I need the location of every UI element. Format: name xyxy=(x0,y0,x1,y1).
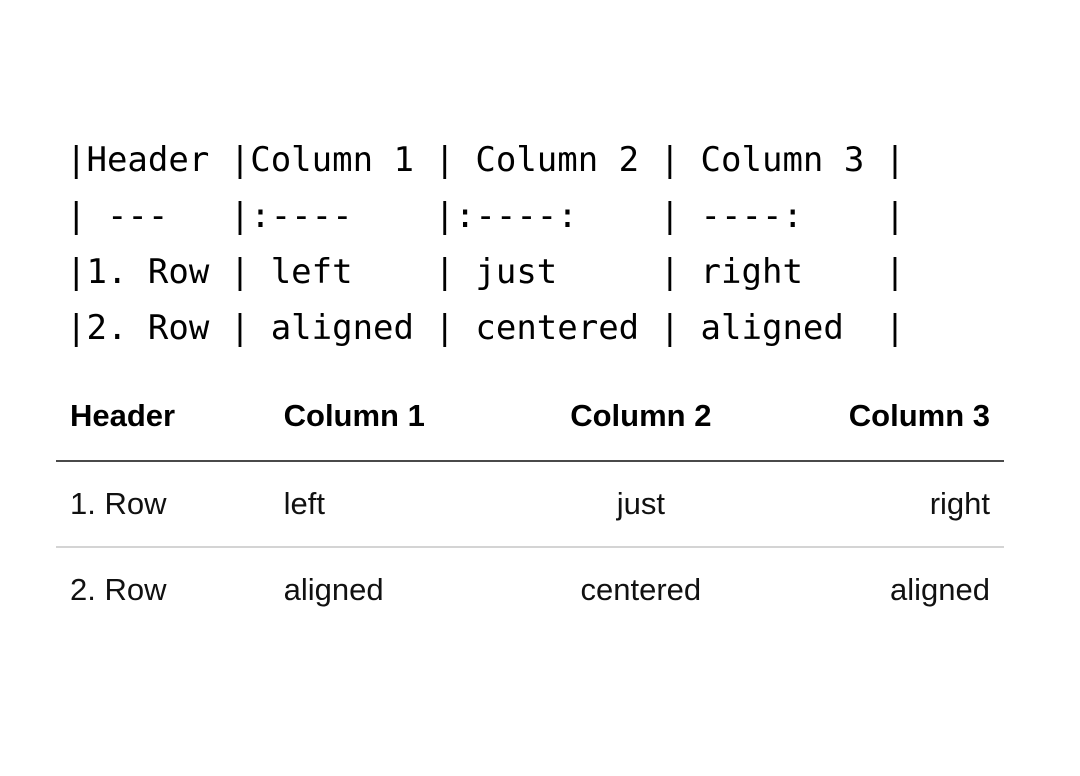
cell-row-1-column-2: just xyxy=(517,461,765,548)
cell-row-1-column-1: left xyxy=(269,461,518,548)
column-header-column-2: Column 2 xyxy=(517,398,765,462)
cell-row-2-column-2: centered xyxy=(580,572,702,607)
column-header-column-1: Column 1 xyxy=(269,398,518,462)
cell-row-2-column-1: aligned xyxy=(283,572,384,607)
cell-row-2-column-3: aligned xyxy=(890,572,990,607)
column-header-column-3: Column 3 xyxy=(764,398,1004,462)
markdown-source-code: |Header |Column 1 | Column 2 | Column 3 … xyxy=(66,132,905,356)
column-header-header: Header xyxy=(56,398,270,462)
table-header-row: Header Column 1 Column 2 Column 3 xyxy=(56,398,1004,462)
cell-row-2-header: 2. Row xyxy=(70,572,167,607)
source-line-row-2: |2. Row | aligned | centered | aligned | xyxy=(66,308,906,348)
table-header-group: Header Column 1 Column 2 Column 3 xyxy=(56,398,1004,462)
source-line-row-1: |1. Row | left | just | right | xyxy=(66,252,906,292)
cell-row-1-column-3: right xyxy=(764,461,1004,548)
table-row: 1. Row left just right xyxy=(56,461,1004,548)
source-line-alignment: | --- |:---- |:----: | ----: | xyxy=(66,196,906,236)
table-row: 2. Row aligned centered aligned xyxy=(56,547,1004,632)
cell-row-1-header: 1. Row xyxy=(56,461,270,548)
rendered-markdown-table: Header Column 1 Column 2 Column 3 1. Row… xyxy=(56,398,1004,632)
markdown-source-block: |Header |Column 1 | Column 2 | Column 3 … xyxy=(66,132,905,356)
source-line-header: |Header |Column 1 | Column 2 | Column 3 … xyxy=(66,140,906,180)
table-body: 1. Row left just right 2. Row aligned ce… xyxy=(56,461,1004,632)
